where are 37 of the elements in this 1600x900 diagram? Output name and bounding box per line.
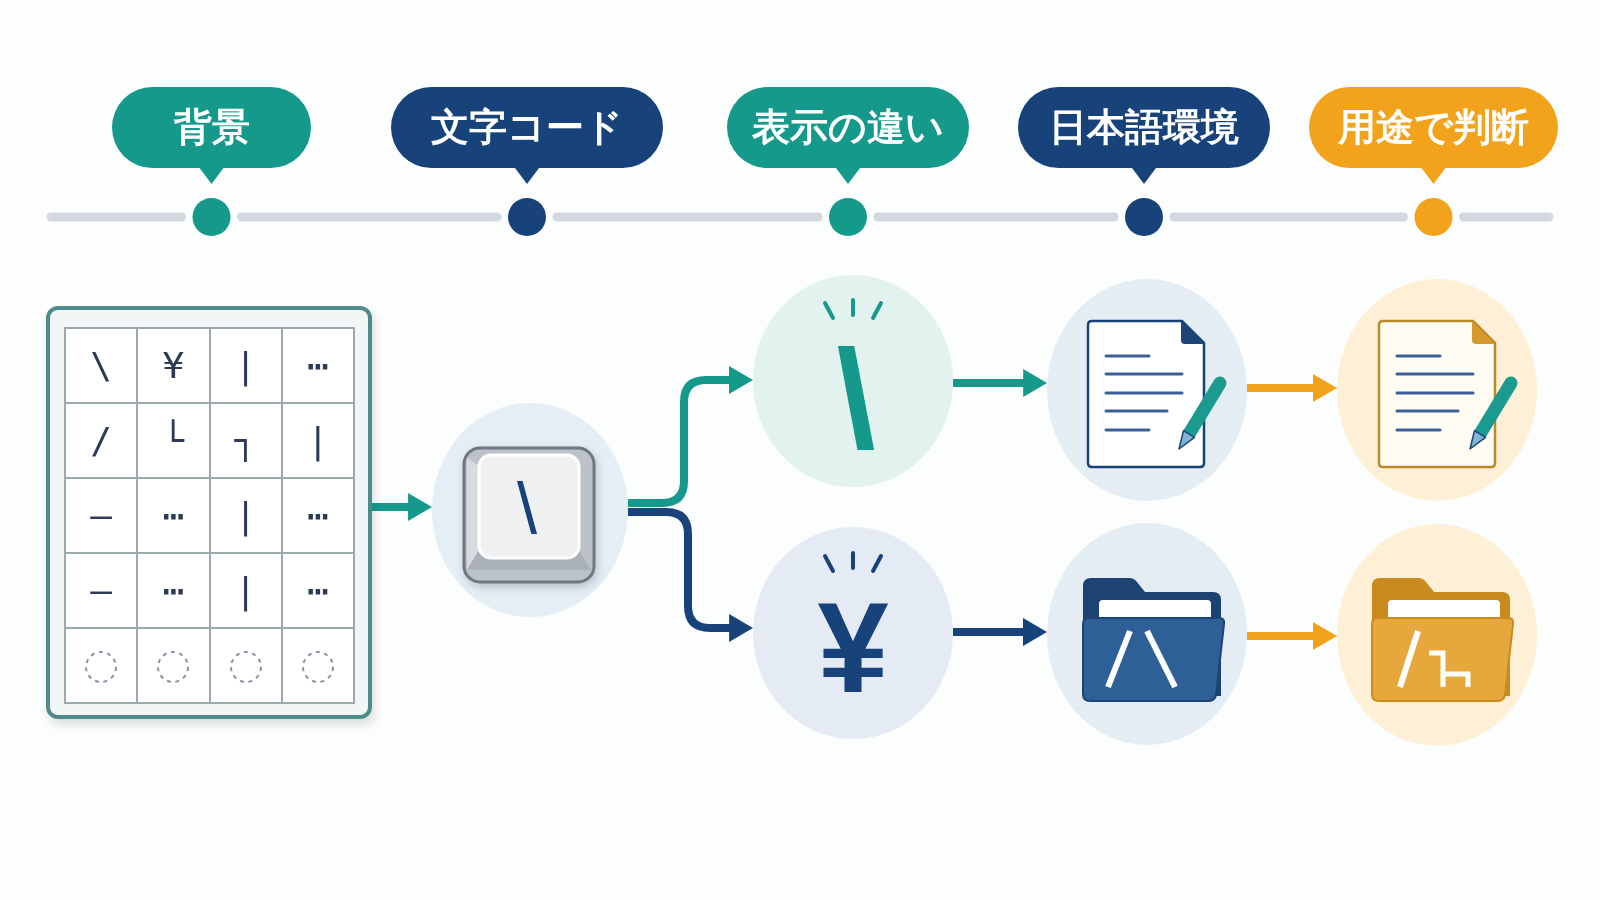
table-cell: —: [65, 478, 138, 553]
table-cell: /: [65, 403, 138, 478]
table-cell: ⋯: [281, 328, 354, 403]
character-table: [46, 306, 372, 719]
key-label: \: [517, 472, 537, 544]
speech-bubble: [727, 87, 969, 184]
table-cell: |: [281, 403, 354, 478]
table-cell: |: [209, 553, 282, 628]
table-cell: |: [209, 478, 282, 553]
arrow: [1247, 622, 1337, 650]
table-cell: └: [137, 403, 210, 478]
large-symbol: ¥: [817, 584, 889, 712]
step-title: 日本語環境: [1049, 106, 1239, 149]
table-cell: ┐: [209, 403, 282, 478]
table-cell: ⋯: [137, 478, 210, 553]
arrow: [627, 366, 753, 507]
arrow: [628, 508, 754, 642]
step-title: 背景: [173, 106, 250, 149]
step-title: 表示の違い: [752, 106, 944, 149]
table-cell: ⋯: [281, 553, 354, 628]
step-title: 文字コード: [431, 106, 623, 149]
step-title: 用途で判断: [1338, 106, 1529, 149]
arrow: [372, 493, 433, 521]
speech-bubble: [1018, 87, 1270, 184]
speech-bubble: [1309, 87, 1558, 184]
table-cell: —: [65, 553, 138, 628]
table-cell: ⋯: [281, 478, 354, 553]
arrow: [1247, 374, 1337, 402]
table-cell: ¥: [137, 328, 210, 403]
table-cell: \: [65, 328, 138, 403]
table-cell: |: [209, 328, 282, 403]
large-symbol: \: [836, 329, 876, 469]
speech-bubble: [391, 87, 663, 184]
speech-bubble: [112, 87, 311, 184]
arrow: [953, 369, 1048, 397]
table-cell: ⋯: [137, 553, 210, 628]
arrow: [953, 618, 1047, 646]
